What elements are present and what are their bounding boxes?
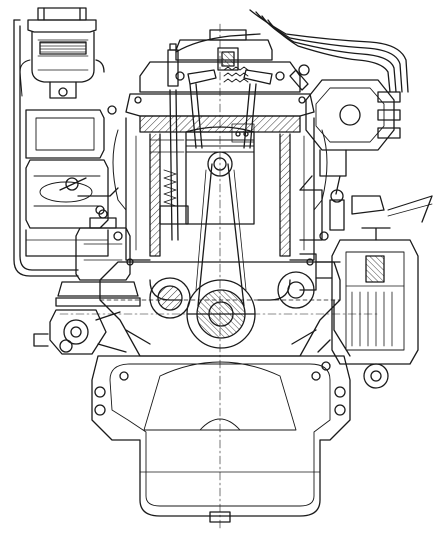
centre-lines xyxy=(59,23,381,531)
oil-sump xyxy=(91,355,351,523)
throttle-linkage xyxy=(59,177,119,215)
cylinder-block xyxy=(112,117,328,261)
ignition-leads xyxy=(175,9,409,93)
distributor xyxy=(289,64,401,195)
left-outlet xyxy=(33,309,127,355)
connecting-rod xyxy=(186,163,256,349)
right-lower-bracket xyxy=(317,299,351,371)
oil-filter-right xyxy=(299,227,419,389)
rocker-cover xyxy=(139,29,301,93)
right-upper-fittings xyxy=(299,189,433,241)
fuel-pump xyxy=(55,209,141,307)
air-filter-assembly xyxy=(19,7,105,99)
valve-gear xyxy=(149,89,189,241)
left-housing xyxy=(25,109,109,257)
left-pipe xyxy=(13,19,79,277)
block-studs xyxy=(107,96,329,266)
